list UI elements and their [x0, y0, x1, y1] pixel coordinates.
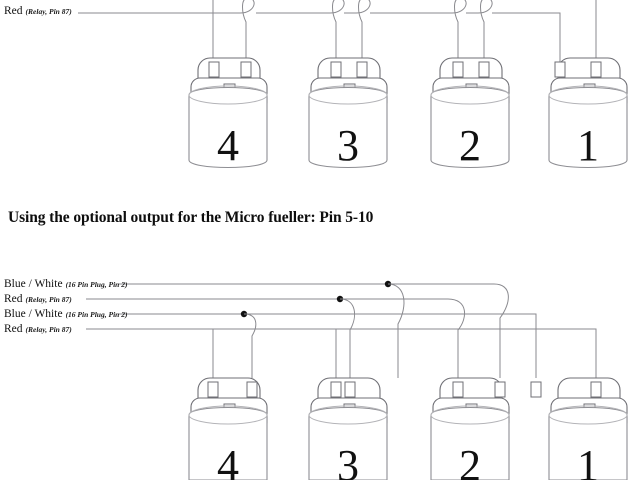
wire-label-name: Blue / White — [4, 278, 63, 290]
wire-label-top-red: Red(Relay, Pin 87) — [4, 2, 72, 18]
wire-label-bottom-red-2: Red(Relay, Pin 87) — [4, 320, 72, 336]
top-hop-injector4 — [239, 0, 255, 14]
top-wire-inj3-left — [332, 0, 337, 78]
wire-label-detail: (16 Pin Plug, Pin 2) — [65, 310, 128, 319]
top-hop-injector3-right — [355, 0, 371, 14]
section-heading: Using the optional output for the Micro … — [8, 209, 374, 226]
wire-label-name: Red — [4, 5, 23, 17]
bottom-bus-line-3-right — [244, 313, 537, 378]
injector-bottom-2: 2 — [430, 377, 510, 480]
top-hop-injector2-right — [477, 0, 493, 14]
wire-label-name: Red — [4, 323, 23, 335]
wire-label-name: Red — [4, 293, 23, 305]
wire-label-name: Blue / White — [4, 308, 63, 320]
top-hop-injector2-left — [451, 0, 467, 14]
top-wire-inj3-right — [358, 0, 363, 78]
injector-number: 3 — [337, 441, 359, 480]
top-wire-inj2-right — [480, 0, 485, 78]
injector-number: 2 — [459, 441, 481, 480]
wire-label-bottom-red-1: Red(Relay, Pin 87) — [4, 290, 72, 306]
bottom-injector-row: 4 3 2 — [188, 377, 628, 480]
injector-number: 4 — [217, 121, 239, 170]
wire-label-detail: (Relay, Pin 87) — [25, 325, 72, 334]
top-wire-inj2-left — [454, 0, 459, 78]
bottom-bus-line-4-right — [520, 328, 597, 378]
injector-top-1: 1 — [548, 57, 628, 170]
injector-number: 1 — [577, 121, 599, 170]
wire-label-bottom-bluewhite-2: Blue / White(16 Pin Plug, Pin 2) — [4, 305, 127, 321]
injector-top-4: 4 — [188, 57, 268, 170]
bottom-bus-line-1-right — [388, 283, 509, 378]
injector-top-3: 3 — [308, 57, 388, 170]
top-injector-row: 4 3 2 — [188, 57, 628, 170]
wire-label-detail: (Relay, Pin 87) — [25, 7, 72, 16]
injector-number: 3 — [337, 121, 359, 170]
injector-number: 4 — [217, 441, 239, 480]
top-bus-line — [78, 12, 561, 78]
wire-label-bottom-bluewhite-1: Blue / White(16 Pin Plug, Pin 2) — [4, 275, 127, 291]
wire-label-detail: (16 Pin Plug, Pin 2) — [65, 280, 128, 289]
bottom-bus-line-2-right — [340, 298, 466, 378]
bottom-branch-drop-a — [243, 313, 257, 378]
top-wiring-group — [78, 0, 597, 78]
top-hop-injector3-left — [329, 0, 345, 14]
bottom-wiring-group — [86, 280, 597, 378]
injector-bottom-4: 4 — [188, 377, 268, 480]
injector-bottom-3: 3 — [308, 377, 388, 480]
bottom-branch-drop-c — [387, 283, 405, 378]
injector-bottom-1: 1 — [530, 377, 628, 480]
injector-top-2: 2 — [430, 57, 510, 170]
injector-number: 1 — [577, 441, 599, 480]
wire-label-detail: (Relay, Pin 87) — [25, 295, 72, 304]
top-wire-inj4-right — [242, 0, 247, 78]
bottom-branch-drop-b — [339, 298, 356, 378]
injector-number: 2 — [459, 121, 481, 170]
